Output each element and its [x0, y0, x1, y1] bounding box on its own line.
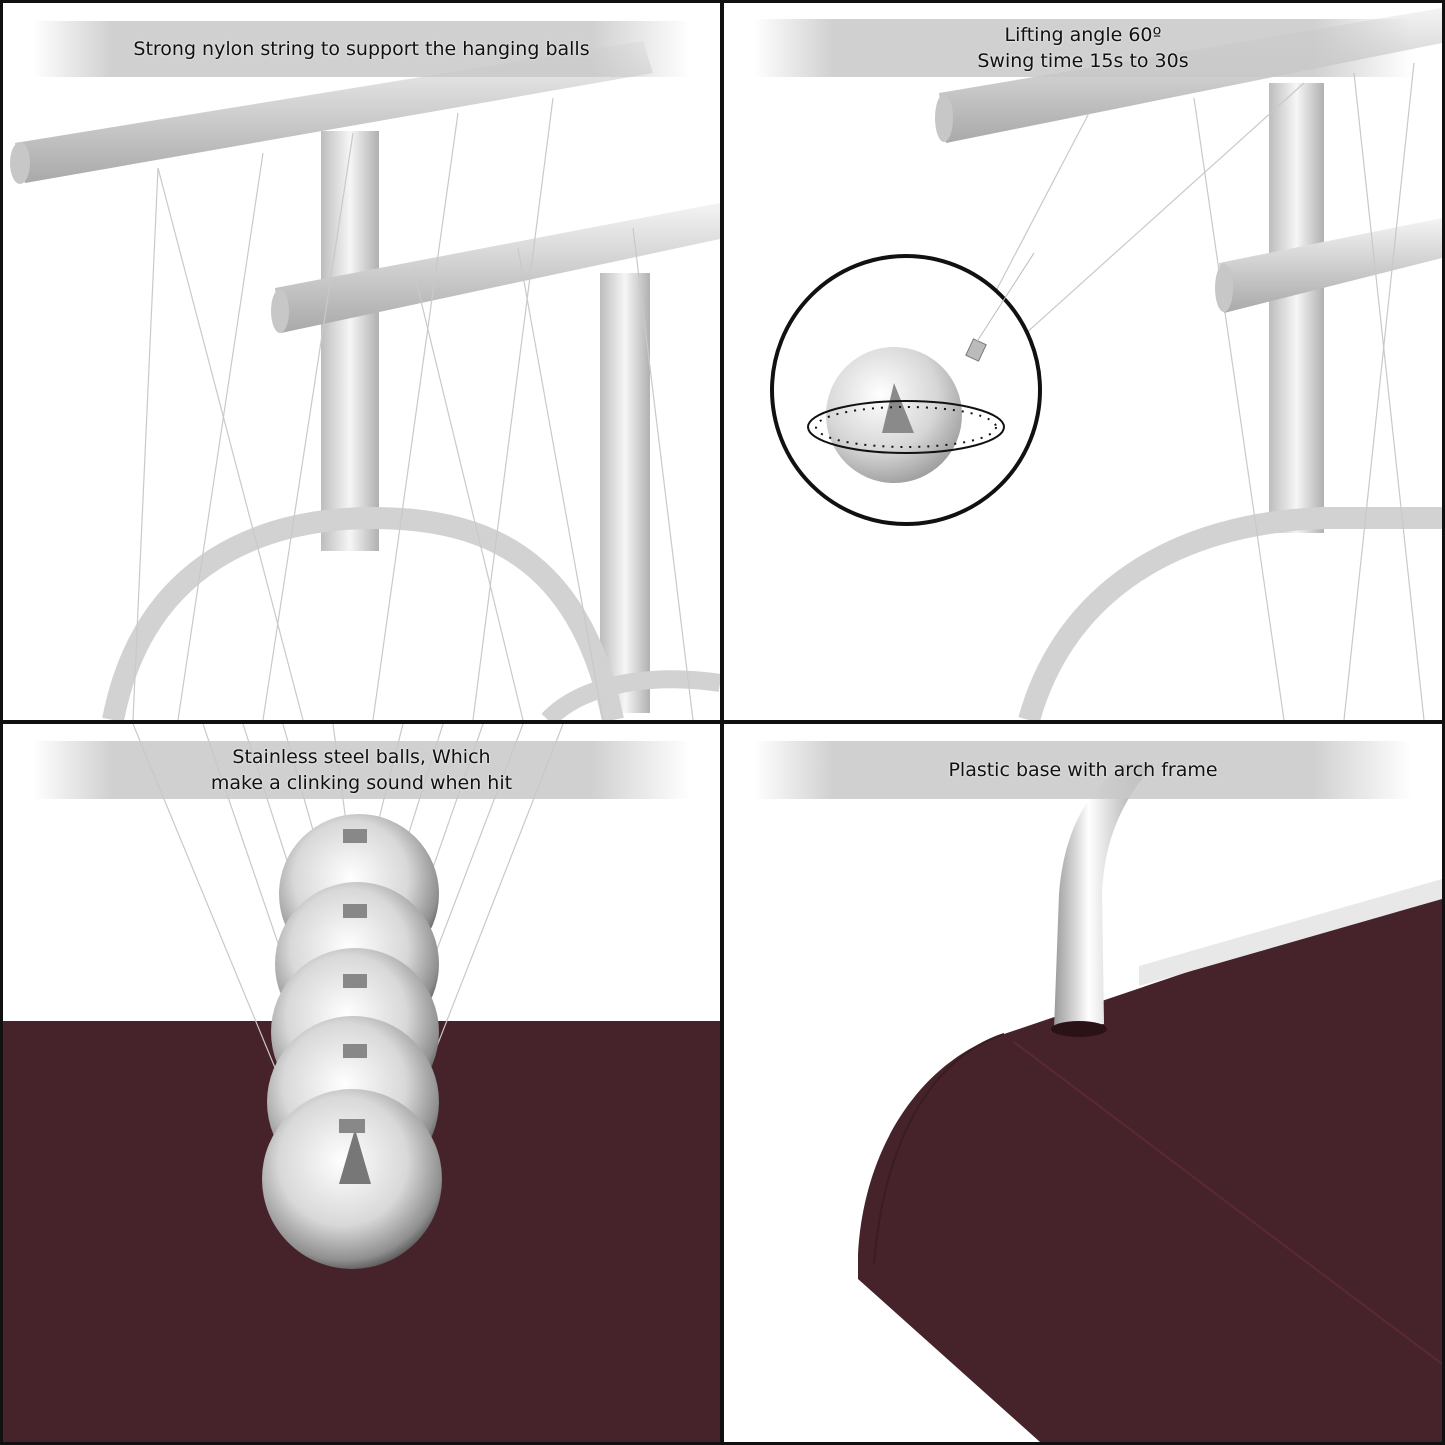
caption-line: Lifting angle 60º: [1004, 24, 1162, 46]
caption-band: Lifting angle 60º Swing time 15s to 30s: [754, 19, 1412, 77]
caption-line: Swing time 15s to 30s: [977, 50, 1189, 72]
caption-band: Plastic base with arch frame: [754, 741, 1412, 799]
caption-line: make a clinking sound when hit: [210, 772, 513, 794]
panel-steel-balls: Stainless steel balls, Which make a clin…: [3, 724, 720, 1442]
caption-line: Plastic base with arch frame: [948, 759, 1218, 781]
caption-line: Stainless steel balls, Which: [232, 746, 491, 768]
caption-band: Stainless steel balls, Which make a clin…: [33, 741, 690, 799]
panel-lifting-angle: Lifting angle 60º Swing time 15s to 30s: [724, 3, 1442, 720]
plastic-base-illustration: [858, 764, 1442, 1442]
steel-balls-illustration: [3, 724, 720, 1442]
caption-line: Strong nylon string to support the hangi…: [133, 38, 590, 60]
caption-band: Strong nylon string to support the hangi…: [33, 21, 690, 77]
panel-plastic-base: Plastic base with arch frame: [724, 724, 1442, 1442]
ball-closeup-illustration: [770, 8, 1442, 720]
t-bar-frame-illustration: [10, 41, 720, 720]
panel-nylon-string: Strong nylon string to support the hangi…: [3, 3, 720, 720]
horizontal-divider: [0, 720, 1445, 724]
